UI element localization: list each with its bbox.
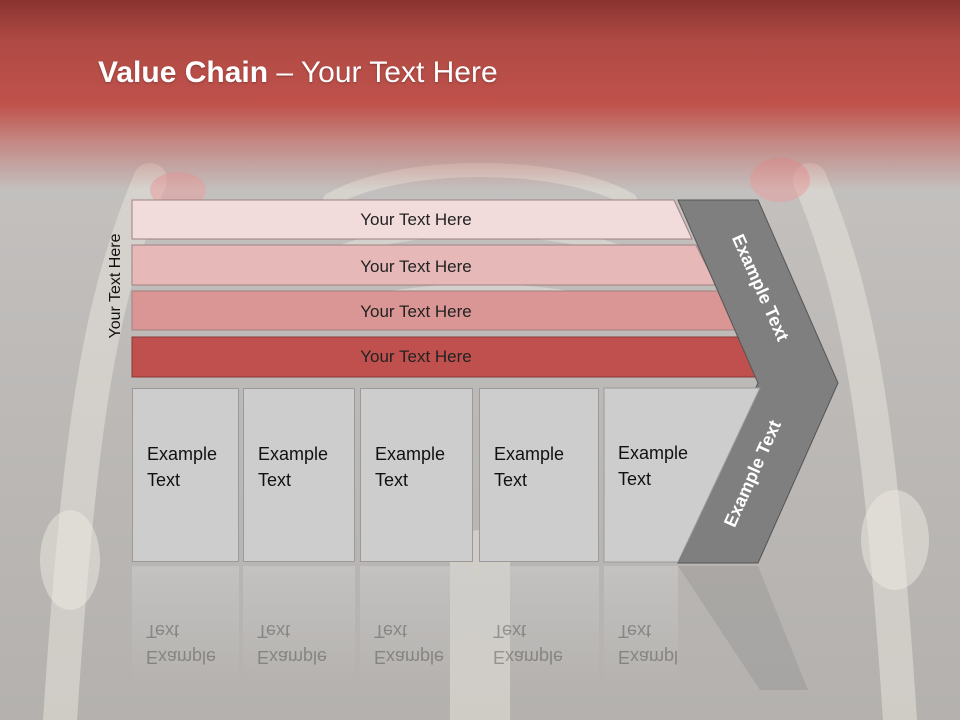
title-band [0,0,960,190]
primary-box-2[interactable]: Example Text [243,388,355,562]
primary-box-3-label: Example Text [375,444,446,490]
box-reflection-5: Example Text [604,566,678,696]
support-bar-3-label: Your Text Here [360,302,472,321]
slide-title: Value Chain – Your Text Here [98,56,498,90]
box-reflection-2-text: Example Text [257,621,328,667]
box-reflection-1-text: Example Text [146,621,217,667]
box-reflection-2: Example Text [243,566,355,696]
primary-box-4-label: Example Text [494,444,565,490]
support-bar-4-label: Your Text Here [360,347,472,366]
support-bar-1-label: Your Text Here [360,210,472,229]
margin-chevron[interactable] [677,199,839,564]
box-reflection-3-text: Example Text [374,621,445,667]
title-rest: – Your Text Here [268,56,498,89]
primary-box-5-label: Example Text [618,443,689,489]
box-reflection-1: Example Text [132,566,239,696]
box-reflection-4: Example Text [479,566,599,696]
box-reflection-5-text: Example Text [618,621,678,667]
box-reflection-4-text: Example Text [493,621,564,667]
primary-box-3[interactable]: Example Text [360,388,473,562]
primary-box-1-label: Example Text [147,444,218,490]
support-bar-2-label: Your Text Here [360,257,472,276]
chevron-reflection [678,566,808,690]
title-bold: Value Chain [98,56,269,89]
primary-box-2-label: Example Text [258,444,329,490]
primary-box-4[interactable]: Example Text [479,388,599,562]
box-reflection-3: Example Text [360,566,473,696]
primary-box-5[interactable] [603,387,761,563]
support-bar-1[interactable] [131,199,693,240]
primary-box-1[interactable]: Example Text [132,388,239,562]
